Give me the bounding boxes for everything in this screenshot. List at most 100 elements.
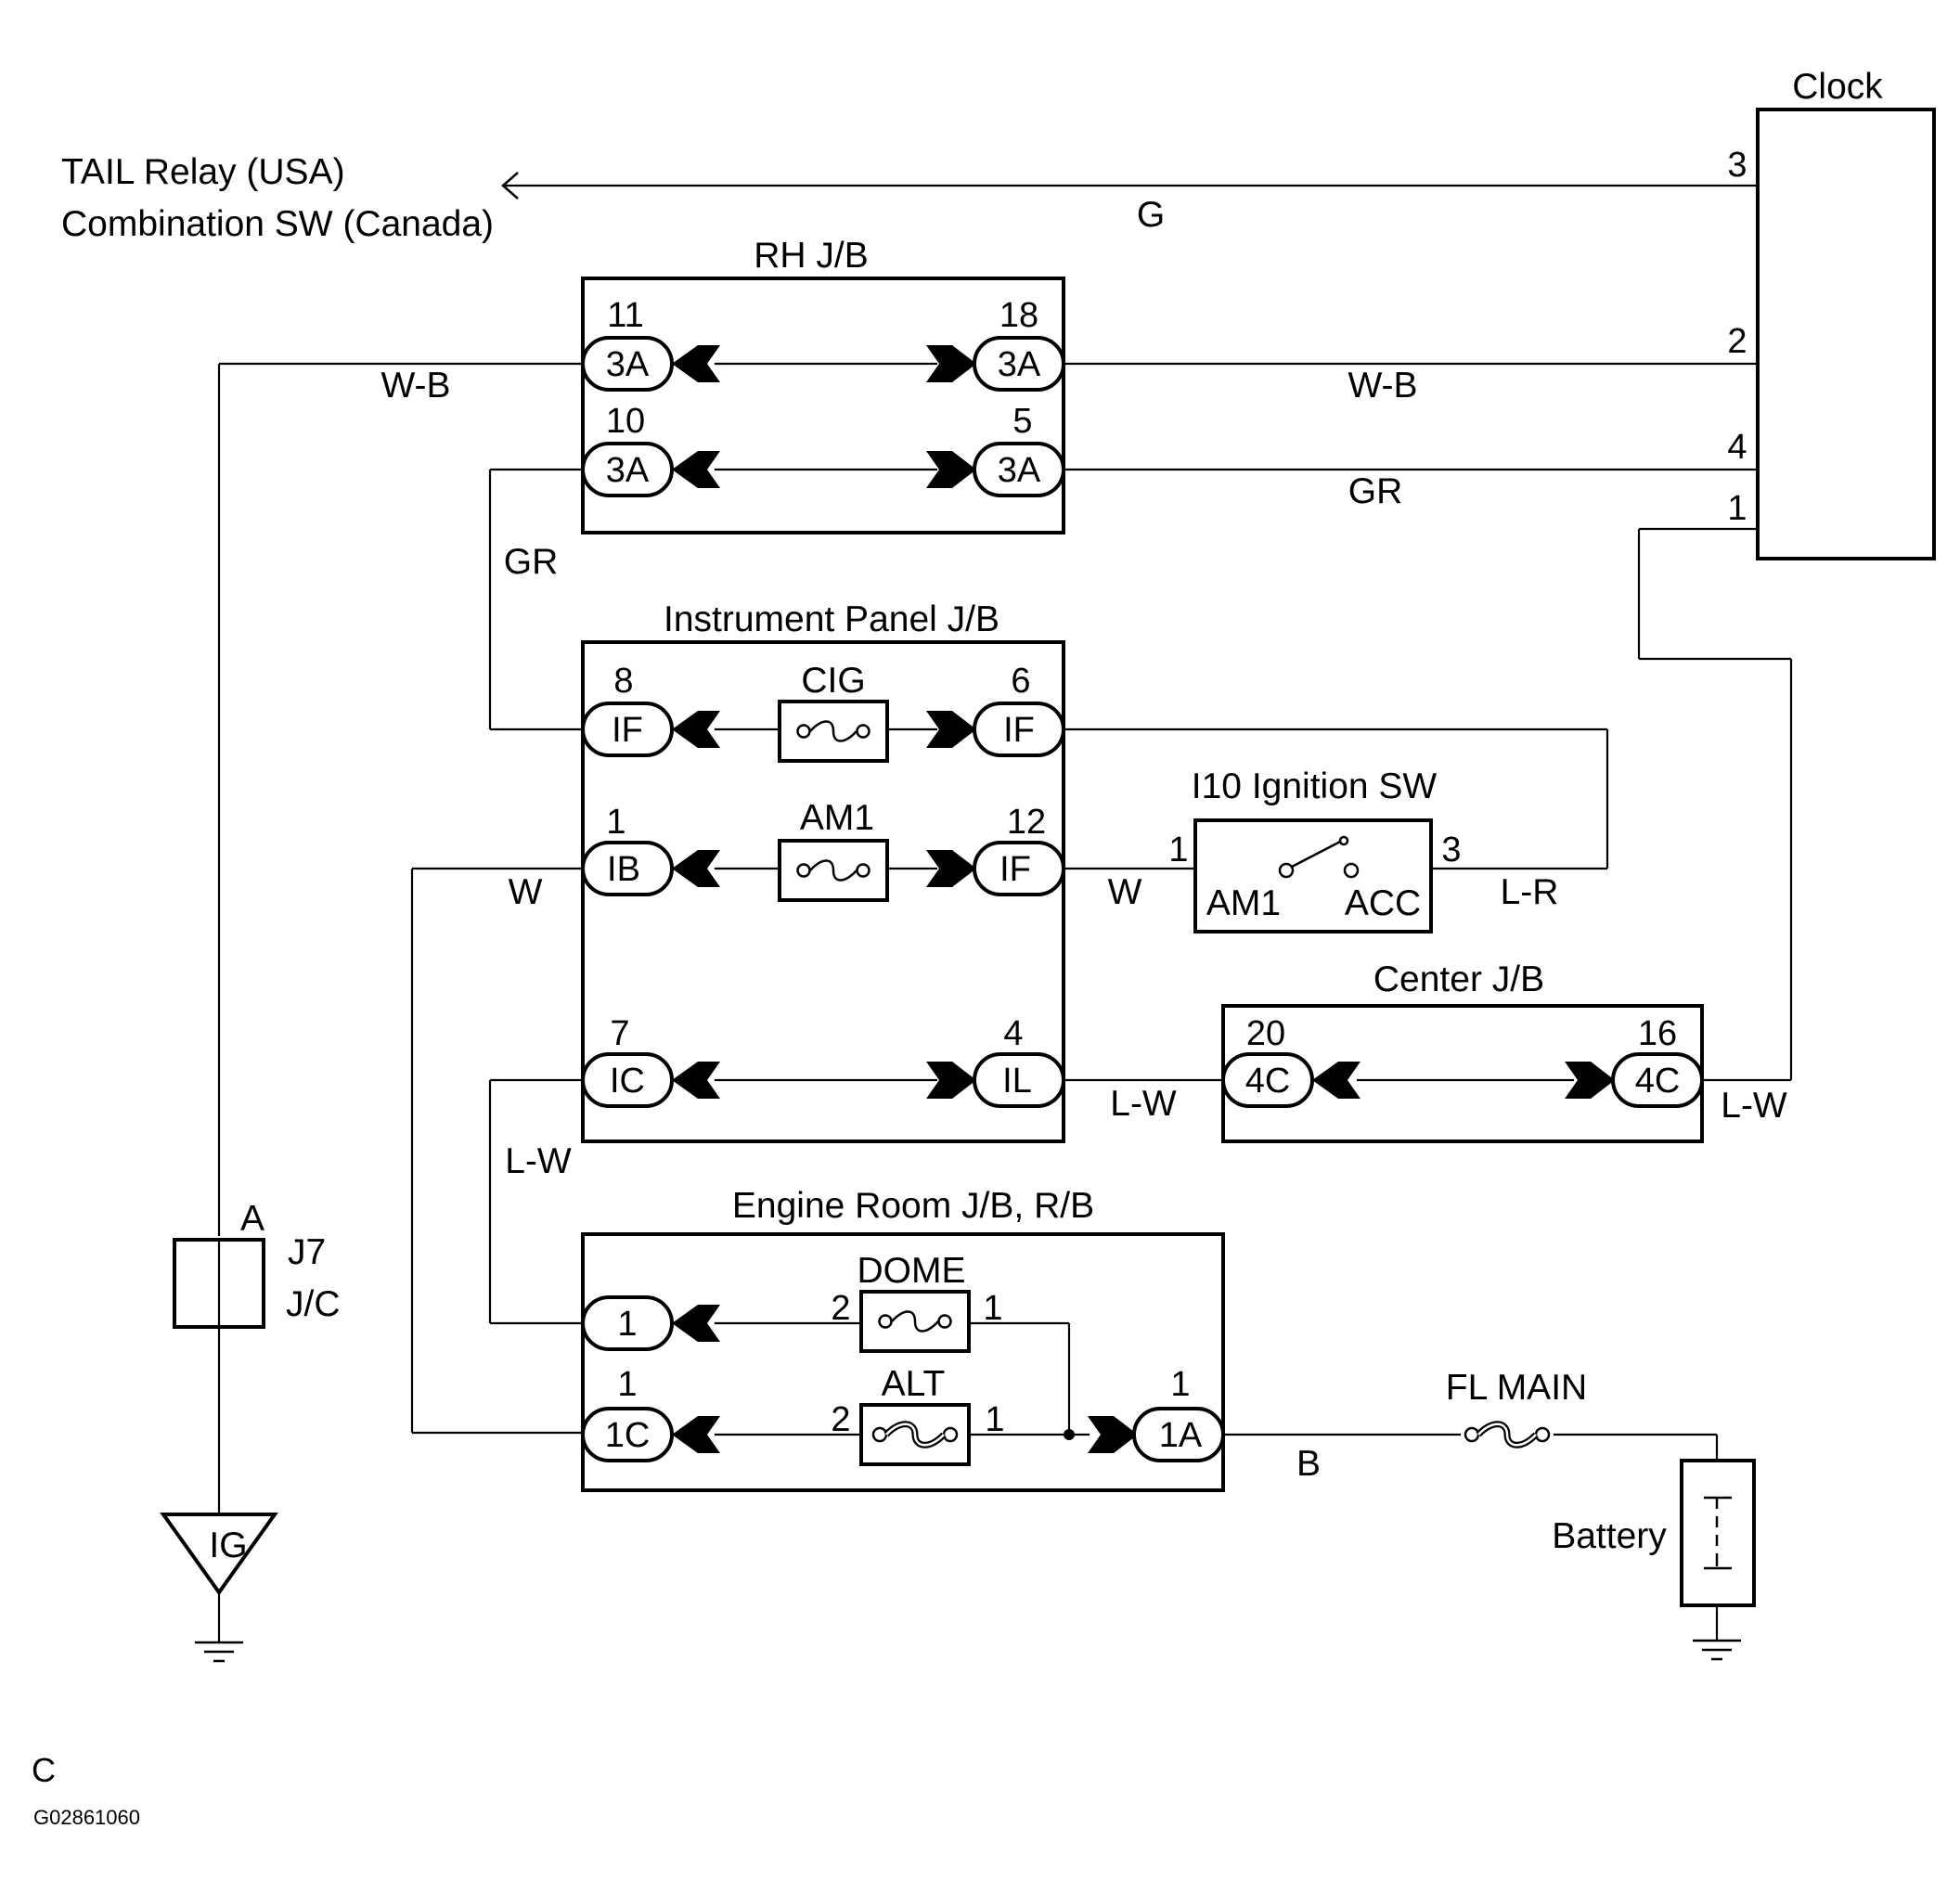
svg-text:12: 12 (1007, 803, 1046, 842)
center-jb-label: Center J/B (1373, 959, 1544, 999)
wire-label-lr: L-R (1501, 872, 1559, 912)
jc-pin-a: A (240, 1199, 264, 1239)
svg-text:1: 1 (983, 1289, 1002, 1328)
battery: Battery (1552, 1459, 1756, 1661)
wire-label-g: G (1137, 195, 1165, 235)
clock-pin-3: 3 (1727, 146, 1747, 185)
svg-text:5: 5 (1012, 402, 1032, 441)
svg-text:1: 1 (606, 803, 625, 842)
ignition-sw-label: I10 Ignition SW (1192, 766, 1438, 806)
svg-text:3A: 3A (998, 345, 1041, 384)
svg-text:IF: IF (999, 850, 1031, 889)
connector-ic-7: 7 IC (581, 1014, 720, 1108)
ignition-sw-pin-3: 3 (1441, 831, 1461, 869)
clock-pin-2: 2 (1727, 322, 1747, 361)
junction-dot (1064, 1429, 1075, 1440)
battery-label: Battery (1552, 1516, 1667, 1556)
svg-text:IB: IB (607, 850, 640, 889)
ignition-sw-acc: ACC (1345, 883, 1421, 923)
connector-il-4: 4 IL (926, 1014, 1065, 1108)
svg-text:1: 1 (985, 1400, 1004, 1439)
footer-code: G02861060 (33, 1806, 140, 1829)
svg-text:2: 2 (831, 1289, 850, 1328)
instrument-panel-junction-block: Instrument Panel J/B 8 IF CIG 6 IF 1 IB (581, 599, 1065, 1143)
svg-text:2: 2 (831, 1400, 850, 1439)
svg-text:3A: 3A (998, 451, 1041, 490)
svg-text:1A: 1A (1159, 1416, 1203, 1455)
tail-relay: TAIL Relay (USA) Combination SW (Canada) (61, 152, 494, 244)
ignition-sw-pin-1: 1 (1168, 831, 1188, 869)
ig-ground: IG (160, 1513, 278, 1663)
footer: C G02861060 (32, 1751, 140, 1829)
connector-3a-5: 5 3A (926, 402, 1065, 497)
connector-4c-20: 20 4C (1221, 1014, 1360, 1108)
svg-text:4C: 4C (1245, 1062, 1291, 1101)
connector-if-12: 12 IF (926, 803, 1065, 896)
svg-text:6: 6 (1011, 662, 1030, 701)
junction-connector-j7: A J7 J/C (173, 1199, 341, 1513)
connector-1c: 1 1C (581, 1365, 720, 1462)
clock-label: Clock (1792, 67, 1883, 107)
wire-label-wb-left: W-B (380, 366, 450, 406)
svg-text:7: 7 (610, 1014, 629, 1053)
engine-room-label: Engine Room J/B, R/B (732, 1186, 1094, 1226)
wire-label-lw-mid: L-W (1110, 1084, 1177, 1124)
dome-fuse-label: DOME (858, 1251, 966, 1291)
svg-text:20: 20 (1246, 1014, 1285, 1053)
alt-fuse-label: ALT (882, 1364, 946, 1404)
svg-text:11: 11 (607, 296, 643, 335)
ip-jb-label: Instrument Panel J/B (664, 599, 999, 639)
svg-text:1: 1 (617, 1305, 637, 1344)
am1-fuse-label: AM1 (800, 798, 874, 838)
svg-text:3A: 3A (606, 451, 650, 490)
connector-4c-16: 16 4C (1565, 1014, 1704, 1108)
wire-label-w-right: W (1108, 872, 1142, 912)
wire-label-gr-right: GR (1348, 471, 1403, 511)
am1-fuse: AM1 (778, 798, 889, 902)
wire-label-gr-left: GR (504, 542, 559, 582)
svg-text:IC: IC (610, 1062, 645, 1101)
jc-line1: J7 (288, 1232, 326, 1272)
alt-fuse: ALT 2 1 (831, 1364, 1005, 1466)
dome-fuse: DOME 2 1 (831, 1251, 1003, 1353)
wire-label-lw-right: L-W (1721, 1086, 1787, 1126)
tail-relay-line1: TAIL Relay (USA) (61, 152, 345, 192)
svg-text:1: 1 (1170, 1365, 1190, 1404)
connector-1-top: 1 (581, 1295, 720, 1351)
connector-if-8: 8 IF (581, 662, 720, 757)
rh-junction-block: RH J/B 11 3A 18 3A 10 3A 5 3A (581, 236, 1065, 534)
cig-fuse: CIG (778, 661, 889, 763)
center-junction-block: Center J/B 20 4C 16 4C (1221, 959, 1704, 1143)
svg-text:1: 1 (617, 1365, 637, 1404)
connector-3a-18: 18 3A (926, 296, 1065, 392)
connector-3a-11: 11 3A (581, 296, 720, 392)
svg-text:8: 8 (613, 662, 633, 701)
connector-3a-10: 10 3A (581, 402, 720, 497)
fl-main-label: FL MAIN (1446, 1368, 1587, 1408)
ignition-switch: I10 Ignition SW 1 3 AM1 ACC (1168, 766, 1462, 934)
ig-label: IG (209, 1526, 247, 1565)
wire-labels: G W-B W-B GR GR W W L-R L-W L-W L-W B (380, 195, 1786, 1484)
engine-room-junction-block: Engine Room J/B, R/B 1 DOME 2 1 1 1C ALT… (581, 1186, 1225, 1492)
svg-text:16: 16 (1638, 1014, 1677, 1053)
connector-1a: 1 1A (1088, 1365, 1225, 1462)
wire-label-w-left: W (509, 872, 543, 912)
clock-pin-4: 4 (1727, 428, 1747, 467)
clock: Clock 3 2 4 1 (1727, 67, 1936, 560)
connector-if-6: 6 IF (926, 662, 1065, 757)
svg-text:4C: 4C (1635, 1062, 1681, 1101)
svg-text:IF: IF (612, 711, 643, 750)
tail-relay-line2: Combination SW (Canada) (61, 204, 494, 244)
svg-text:4: 4 (1003, 1014, 1023, 1053)
svg-text:1C: 1C (605, 1416, 651, 1455)
svg-text:3A: 3A (606, 345, 650, 384)
connector-ib-1: 1 IB (581, 803, 720, 896)
wire-label-lw-left: L-W (505, 1141, 572, 1181)
ignition-sw-am1: AM1 (1206, 883, 1281, 923)
fl-main-fuse: FL MAIN (1446, 1368, 1587, 1445)
svg-text:10: 10 (606, 402, 645, 441)
svg-text:18: 18 (999, 296, 1038, 335)
wire-label-b: B (1296, 1444, 1321, 1484)
cig-fuse-label: CIG (801, 661, 865, 701)
